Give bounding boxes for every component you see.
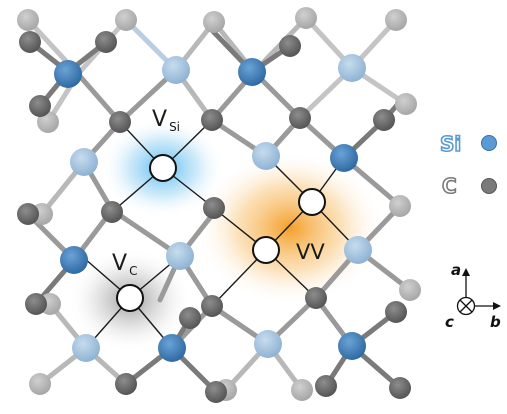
si-atom — [238, 58, 266, 86]
si-atom-light — [72, 334, 100, 362]
c-atom-light — [395, 93, 417, 115]
si-atom-light — [344, 236, 372, 264]
c-atom-light — [115, 9, 137, 31]
si-atom — [158, 334, 186, 362]
si-atom — [54, 60, 82, 88]
axis-b-label: b — [490, 313, 501, 331]
si-atom — [60, 246, 88, 274]
c-atom — [25, 293, 47, 315]
c-atom — [115, 373, 137, 395]
si-atom-light — [166, 242, 194, 270]
vv-vacancy-c — [298, 188, 326, 216]
c-atom — [17, 203, 39, 225]
vv-vacancy-si — [252, 236, 280, 264]
axis-c-label: c — [445, 313, 454, 331]
vc-vacancy — [116, 284, 144, 312]
c-atom-light — [203, 11, 225, 33]
c-atom-light — [291, 379, 313, 401]
legend-c-swatch — [481, 178, 497, 194]
si-atom-light — [252, 142, 280, 170]
c-atom — [385, 301, 407, 323]
c-atom — [201, 109, 223, 131]
c-atom — [101, 201, 123, 223]
c-atom — [305, 287, 327, 309]
atoms — [17, 7, 421, 403]
si-atom — [330, 144, 358, 172]
si-atom-light — [254, 330, 282, 358]
c-atom-light — [385, 9, 407, 31]
c-atom — [109, 111, 131, 133]
defect-glows — [68, 118, 385, 352]
si-atom-light — [162, 56, 190, 84]
c-atom — [201, 295, 223, 317]
axis-a-label: a — [451, 261, 461, 279]
legend-c-label: C — [442, 174, 457, 198]
axis-labels: a b c — [445, 261, 501, 331]
si-atom — [338, 332, 366, 360]
c-atom — [315, 375, 337, 397]
c-atom — [203, 197, 225, 219]
legend-si-swatch — [481, 135, 497, 151]
c-atom — [19, 31, 41, 53]
c-atom — [95, 31, 117, 53]
c-atom-light — [17, 9, 39, 31]
c-atom-light — [389, 195, 411, 217]
vv-glow — [195, 150, 385, 306]
c-atom-light — [295, 7, 317, 29]
c-atom — [205, 381, 227, 403]
legend: Si C — [439, 131, 497, 199]
c-atom-light — [29, 373, 51, 395]
c-atom — [279, 35, 301, 57]
c-atom-light — [399, 279, 421, 301]
vsi-vacancy — [149, 154, 177, 182]
c-atom — [29, 95, 51, 117]
si-atom-light — [70, 148, 98, 176]
c-atom — [289, 107, 311, 129]
si-atom-light — [338, 54, 366, 82]
axis-c-out-of-plane-icon — [456, 296, 476, 316]
vacancies — [116, 154, 326, 312]
c-atom — [179, 307, 201, 329]
c-atom — [389, 377, 411, 399]
legend-si-label: Si — [440, 132, 461, 156]
c-atom — [373, 109, 395, 131]
axis-indicator — [456, 268, 501, 316]
vv-label: VV — [296, 240, 325, 264]
